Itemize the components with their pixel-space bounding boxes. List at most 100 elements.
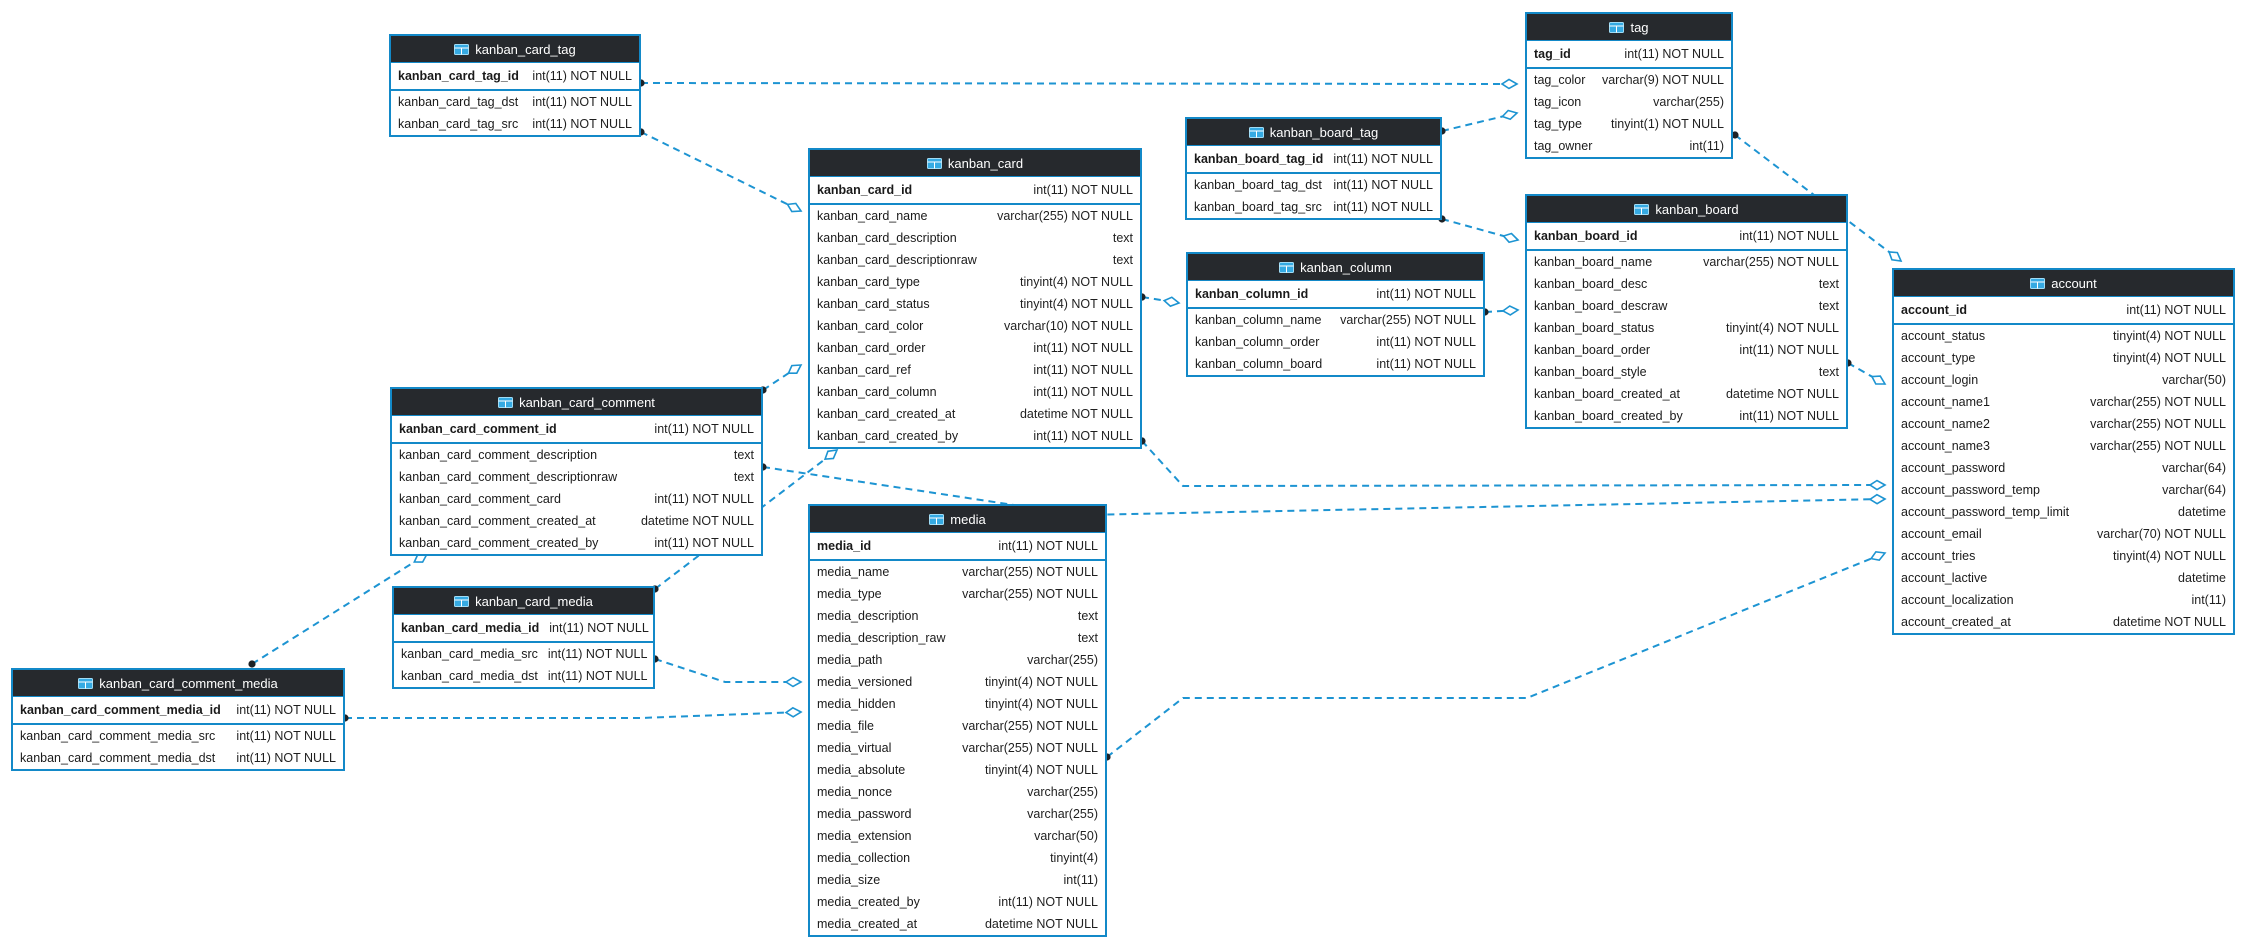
column-name: account_email <box>1901 527 1982 541</box>
table-header[interactable]: kanban_card_comment_media <box>13 670 343 697</box>
column-type: text <box>733 470 754 484</box>
table-row: media_name varchar(255) NOT NULL <box>810 561 1105 583</box>
column-type: varchar(255) NOT NULL <box>1340 313 1476 327</box>
table-icon <box>454 43 470 55</box>
column-name: media_created_at <box>817 917 918 931</box>
relationship-kanban_card_media-to-media[interactable] <box>654 658 801 683</box>
table-kanban_card_comment_media[interactable]: kanban_card_comment_media kanban_card_com… <box>11 668 345 771</box>
column-name: kanban_card_tag_dst <box>398 95 519 109</box>
column-type: varchar(10) NOT NULL <box>1004 319 1133 333</box>
column-name: kanban_card_comment_media_src <box>20 729 216 743</box>
table-kanban_column[interactable]: kanban_column kanban_column_id int(11) NOT… <box>1186 252 1485 377</box>
column-name: account_password <box>1901 461 2006 475</box>
column-type: varchar(255) NOT NULL <box>997 209 1133 223</box>
table-icon <box>78 677 94 689</box>
relationship-kanban_card-to-account[interactable] <box>1141 440 1886 488</box>
table-header[interactable]: kanban_column <box>1188 254 1483 281</box>
column-name: account_created_at <box>1901 615 2011 629</box>
table-title: kanban_card_media <box>475 593 593 609</box>
column-name: media_name <box>817 565 890 579</box>
relationship-tag-to-account[interactable] <box>1734 134 1902 262</box>
column-name: kanban_card_status <box>817 297 930 311</box>
column-type: int(11) NOT NULL <box>547 647 648 661</box>
column-name: kanban_card_order <box>817 341 926 355</box>
relationship-media-to-account[interactable] <box>1106 552 1886 758</box>
table-icon <box>1248 126 1264 138</box>
table-header[interactable]: kanban_card_comment <box>392 389 761 416</box>
table-header[interactable]: kanban_card <box>810 150 1140 177</box>
column-name: account_localization <box>1901 593 2014 607</box>
table-header[interactable]: media <box>810 506 1105 533</box>
column-type: varchar(255) NOT NULL <box>962 565 1098 579</box>
table-header[interactable]: account <box>1894 270 2233 297</box>
column-name: kanban_board_created_by <box>1534 409 1683 423</box>
column-name: kanban_card_comment_media_dst <box>20 751 216 765</box>
relationship-kanban_card-to-kanban_column[interactable] <box>1141 296 1180 304</box>
column-type: int(11) NOT NULL <box>654 422 754 436</box>
table-title: kanban_card_comment_media <box>99 675 278 691</box>
column-name: account_name3 <box>1901 439 1990 453</box>
column-type: int(11) NOT NULL <box>532 117 632 131</box>
table-icon <box>2030 277 2046 289</box>
relationship-kanban_card_tag-to-kanban_card[interactable] <box>640 131 802 212</box>
column-name: account_password_temp <box>1901 483 2040 497</box>
column-name: kanban_board_desc <box>1534 277 1648 291</box>
table-header[interactable]: kanban_card_media <box>394 588 653 615</box>
column-type: int(11) NOT NULL <box>1033 341 1133 355</box>
column-name: media_size <box>817 873 881 887</box>
column-name: kanban_card_comment_media_id <box>20 703 221 717</box>
relationship-kanban_card_tag-to-tag[interactable] <box>640 82 1518 85</box>
column-type: varchar(70) NOT NULL <box>2097 527 2226 541</box>
table-header[interactable]: kanban_board_tag <box>1187 119 1440 146</box>
table-header[interactable]: tag <box>1527 14 1731 41</box>
column-type: tinyint(4) NOT NULL <box>1726 321 1839 335</box>
column-name: account_tries <box>1901 549 1976 563</box>
column-name: kanban_column_id <box>1195 287 1309 301</box>
column-type: int(11) NOT NULL <box>1376 335 1476 349</box>
column-name: kanban_board_descraw <box>1534 299 1668 313</box>
relationship-kanban_card_comment-to-account[interactable] <box>762 466 1886 517</box>
column-type: varchar(64) <box>2162 483 2226 497</box>
column-type: int(11) NOT NULL <box>547 669 648 683</box>
relationship-target-diamond <box>1500 78 1519 90</box>
relationship-kanban_card_comment_media-to-kanban_card_comment[interactable] <box>251 553 428 665</box>
relationship-kanban_card_comment_media-to-media[interactable] <box>345 711 802 719</box>
column-name: media_created_by <box>817 895 920 909</box>
table-header[interactable]: kanban_board <box>1527 196 1846 223</box>
relationship-target-diamond <box>786 202 803 213</box>
column-type: varchar(255) NOT NULL <box>962 719 1098 733</box>
column-type: varchar(50) <box>1034 829 1098 843</box>
table-header[interactable]: kanban_card_tag <box>391 36 639 63</box>
